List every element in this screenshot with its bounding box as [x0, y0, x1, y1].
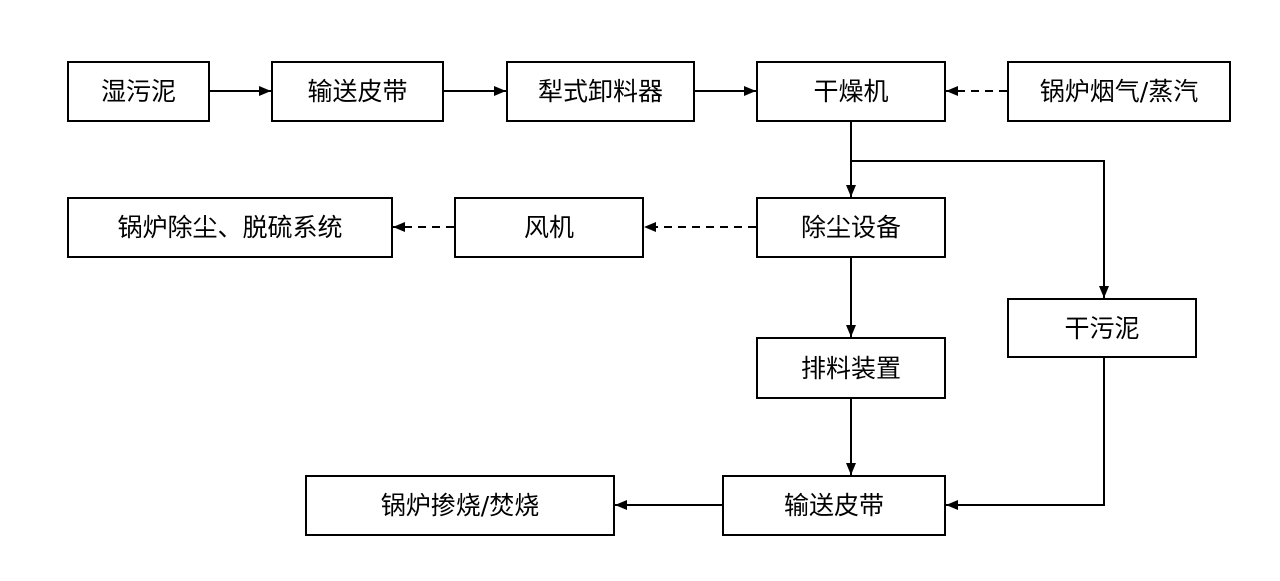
node-dust-removal-equipment: 除尘设备	[756, 197, 946, 258]
node-plough-unloader: 犁式卸料器	[506, 61, 695, 122]
node-dry-sludge: 干污泥	[1007, 298, 1197, 358]
arrow-dry-sludge-to-conveyor	[946, 358, 1105, 510]
node-boiler-flue-gas-steam: 锅炉烟气/蒸汽	[1007, 61, 1231, 122]
node-discharge-device: 排料装置	[756, 337, 946, 399]
node-boiler-co-combustion: 锅炉掺烧/焚烧	[305, 475, 615, 536]
node-dryer: 干燥机	[756, 61, 946, 122]
arrow-dryer-to-dry-sludge	[851, 160, 1109, 298]
node-conveyor-belt-2: 输送皮带	[722, 475, 946, 536]
node-wet-sludge: 湿污泥	[67, 61, 210, 122]
node-conveyor-belt-1: 输送皮带	[271, 61, 444, 122]
node-boiler-dust-desulfurization: 锅炉除尘、脱硫系统	[67, 197, 393, 258]
node-fan: 风机	[454, 197, 644, 258]
